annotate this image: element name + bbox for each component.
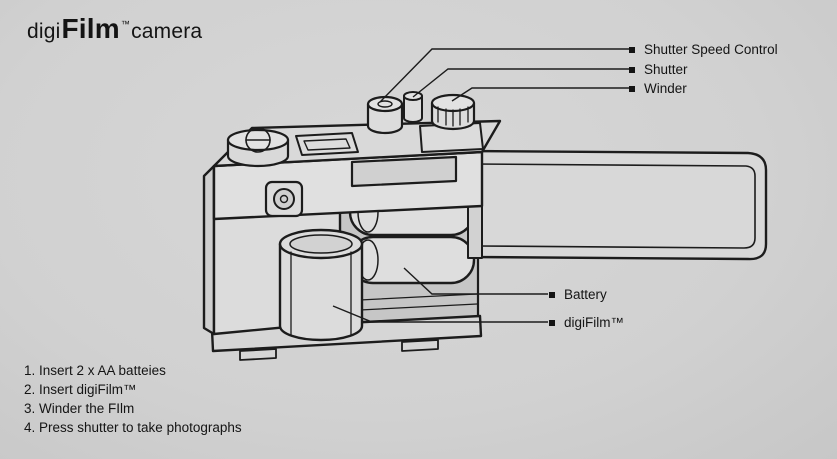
leader-shutter [412,68,630,98]
instruction-line: 3. Winder the FIlm [24,401,135,416]
winder-dial [430,93,476,131]
callout-shutter: Shutter [629,61,688,78]
instruction-line: 1. Insert 2 x AA batteies [24,363,166,378]
bullet-marker [629,66,635,73]
callout-digifilm: digiFilm™ [549,314,624,331]
callout-battery: Battery [549,286,607,303]
logo-camera: camera [131,20,203,43]
rewind-knob [226,127,290,168]
bullet-marker [549,319,555,326]
film-door [468,149,768,261]
viewfinder-window [350,155,458,188]
bullet-marker [629,46,635,53]
leader-digifilm [332,305,548,323]
film-door-inner-edge [473,163,756,249]
callout-shutter-speed-control: Shutter Speed Control [629,41,778,58]
digifilm-cartridge [278,228,364,342]
shutter-speed-dial [366,95,404,135]
instruction-line: 2. Insert digiFilm™ [24,382,137,397]
base-foot-right [401,339,439,352]
instruction-line: 4. Press shutter to take photographs [24,420,242,435]
logo-trademark: ™ [120,19,131,29]
leader-winder [451,87,630,102]
hot-shoe-inner [303,138,351,151]
body-left-side [202,164,216,336]
leader-battery [403,267,548,295]
logo-digi: digi [27,20,61,43]
callout-label: Shutter Speed Control [644,42,778,57]
leader-lines [332,48,630,323]
callout-winder: Winder [629,80,687,97]
callout-label: Battery [564,287,607,302]
lens-window [264,180,304,218]
instructions-list: 1. Insert 2 x AA batteies 2. Insert digi… [24,361,242,437]
callout-label: Shutter [644,62,688,77]
leader-shutter-speed-control [379,48,630,103]
callout-label: Winder [644,81,687,96]
callout-label: digiFilm™ [564,315,625,330]
bullet-marker [549,291,555,298]
base-foot-left [239,348,277,361]
logo-film: Film [61,13,120,44]
bullet-marker [629,85,635,92]
